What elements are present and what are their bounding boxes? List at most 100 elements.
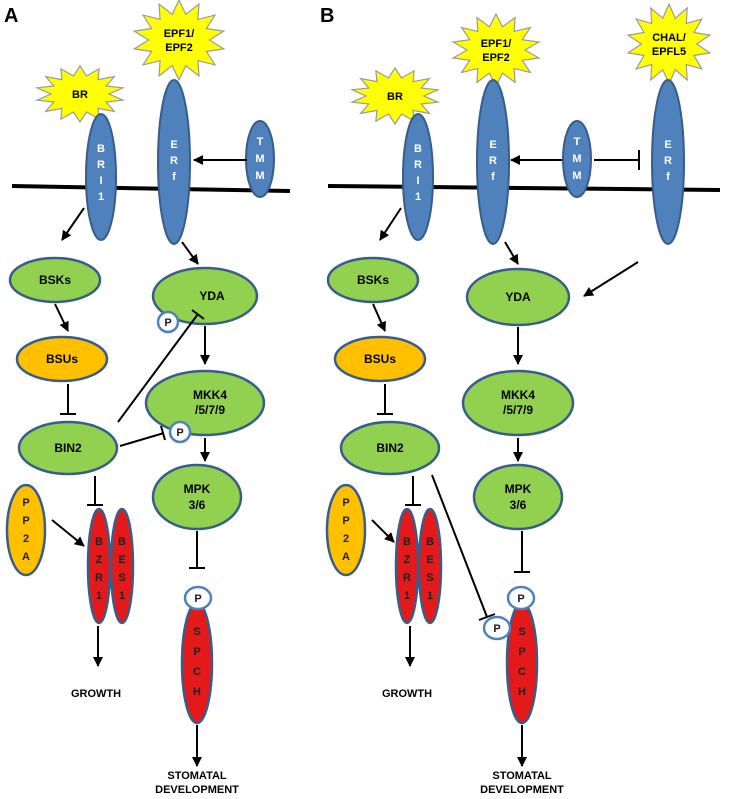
erf-shape: [157, 79, 191, 245]
bin2-node: BIN2: [17, 420, 119, 476]
spch-letter: S: [193, 626, 200, 638]
bsus-node: BSUs: [333, 335, 427, 383]
bsks-shape: [8, 256, 102, 304]
erf-letter: f: [491, 171, 495, 183]
pp2a-shape: [5, 483, 47, 577]
spch-letter: S: [518, 626, 525, 638]
spch-shape: [505, 601, 539, 725]
pp2a-node: P P 2 A: [5, 483, 47, 577]
tmm-letter: M: [255, 170, 264, 182]
yda-node: YDA: [465, 267, 571, 327]
phospho-circle: [168, 420, 192, 444]
mkk-label: MKK4: [501, 388, 535, 402]
mpk-shape: [151, 463, 243, 531]
bsks-to-bsus-arrow: [372, 303, 386, 332]
bes1-letter: S: [118, 572, 125, 584]
erf-letter: E: [170, 139, 177, 151]
bes1-letter: S: [426, 572, 433, 584]
panel-b: B BR EPF1/ EPF2 CHAL/ EPFL5 B R I 1 E: [320, 2, 721, 796]
bsks-node: BSKs: [326, 256, 420, 304]
pp2a-to-bzr1-arrow: [371, 519, 395, 543]
pp2a-to-bzr1-arrow: [51, 519, 85, 547]
phospho-mkk: P: [168, 420, 192, 444]
inhibit-bar: [191, 309, 205, 320]
br-star-shape: [349, 66, 441, 126]
bes1-letter: B: [118, 536, 126, 548]
bin2-spch-inhibit: [431, 474, 488, 618]
growth-output: GROWTH: [382, 688, 432, 700]
chal-label: CHAL/: [652, 32, 686, 44]
phospho-spch-top: P: [506, 585, 536, 611]
mkk-node: MKK4 /5/7/9: [461, 369, 575, 437]
spch-shape: [180, 601, 214, 725]
inhibit-bar: [478, 613, 496, 621]
spch-node: S P C H: [180, 601, 214, 725]
bsus-shape: [15, 335, 109, 383]
epf-ligand-star: EPF1/ EPF2: [451, 12, 541, 88]
bzr1-shape: [86, 507, 112, 625]
yda-label: YDA: [505, 290, 531, 304]
yda-shape: [465, 267, 571, 327]
erf-letter: R: [170, 155, 178, 167]
bri1-letter: R: [414, 159, 422, 171]
bsks-shape: [326, 256, 420, 304]
phospho-label: P: [493, 623, 500, 635]
bri1-shape: [85, 113, 117, 241]
phospho-yda: P: [156, 310, 180, 334]
bri1-to-bsks-arrow: [61, 207, 85, 241]
bri1-to-bsks-arrow: [379, 207, 402, 241]
spch-letter: H: [193, 686, 201, 698]
mkk-shape: [461, 369, 575, 437]
phospho-label: P: [164, 317, 171, 329]
erf-to-yda-arrow: [504, 241, 519, 265]
pp2a-letter: P: [22, 497, 29, 509]
bes1-shape: [417, 507, 443, 625]
mkk-label-2: /5/7/9: [503, 403, 533, 417]
panel-b-edges: [371, 150, 640, 767]
chal-star-shape: [626, 2, 712, 86]
erf2-letter: E: [664, 139, 671, 151]
erf-letter: R: [489, 155, 497, 167]
bin2-yda-inhibit: [117, 313, 199, 423]
bsks-to-bsus-arrow: [54, 303, 69, 332]
bri1-letter: 1: [415, 191, 421, 203]
panel-a-label: A: [4, 5, 18, 27]
bes1-node: B E S 1: [417, 507, 443, 625]
bsus-label: BSUs: [46, 352, 78, 366]
bri1-shape: [402, 113, 434, 241]
epfl5-label: EPFL5: [652, 46, 686, 58]
bin2-shape: [17, 420, 119, 476]
bzr1-node: B Z R 1: [86, 507, 112, 625]
erf2-letter: f: [666, 171, 670, 183]
pp2a-letter: P: [22, 515, 29, 527]
erf-to-yda-arrow: [181, 241, 199, 265]
epf-ligand-star: EPF1/ EPF2: [132, 0, 226, 82]
bsks-label: BSKs: [39, 273, 71, 287]
bsks-label: BSKs: [357, 273, 389, 287]
bin2-node: BIN2: [339, 420, 441, 476]
spch-letter: P: [193, 646, 200, 658]
panel-a: A B R EPF1/ EPF2 B R I 1 E R f T: [4, 0, 291, 796]
pp2a-letter: 2: [343, 533, 349, 545]
mpk-label-2: 3/6: [189, 498, 206, 512]
yda-shape: [151, 266, 259, 326]
phospho-spch-side: P: [482, 615, 512, 641]
mkk-shape: [144, 369, 266, 437]
epf2-label: EPF2: [165, 42, 193, 54]
bzr1-letter: Z: [96, 554, 103, 566]
tmm-letter: T: [574, 136, 581, 148]
erf-letter: E: [489, 139, 496, 151]
spch-letter: C: [518, 666, 526, 678]
development-output: DEVELOPMENT: [155, 784, 239, 796]
yda-label: YDA: [199, 289, 225, 303]
mpk-label: MPK: [184, 482, 211, 496]
bri1-receptor: B R I 1: [85, 113, 117, 241]
growth-output: GROWTH: [71, 688, 121, 700]
bri1-letter: R: [97, 159, 105, 171]
tmm-letter: T: [257, 136, 264, 148]
bri1-letter: B: [414, 143, 422, 155]
mpk-shape: [472, 463, 564, 531]
erf-receptor: E R f: [157, 79, 191, 245]
spch-letter: P: [518, 646, 525, 658]
bin2-label: BIN2: [376, 441, 404, 455]
